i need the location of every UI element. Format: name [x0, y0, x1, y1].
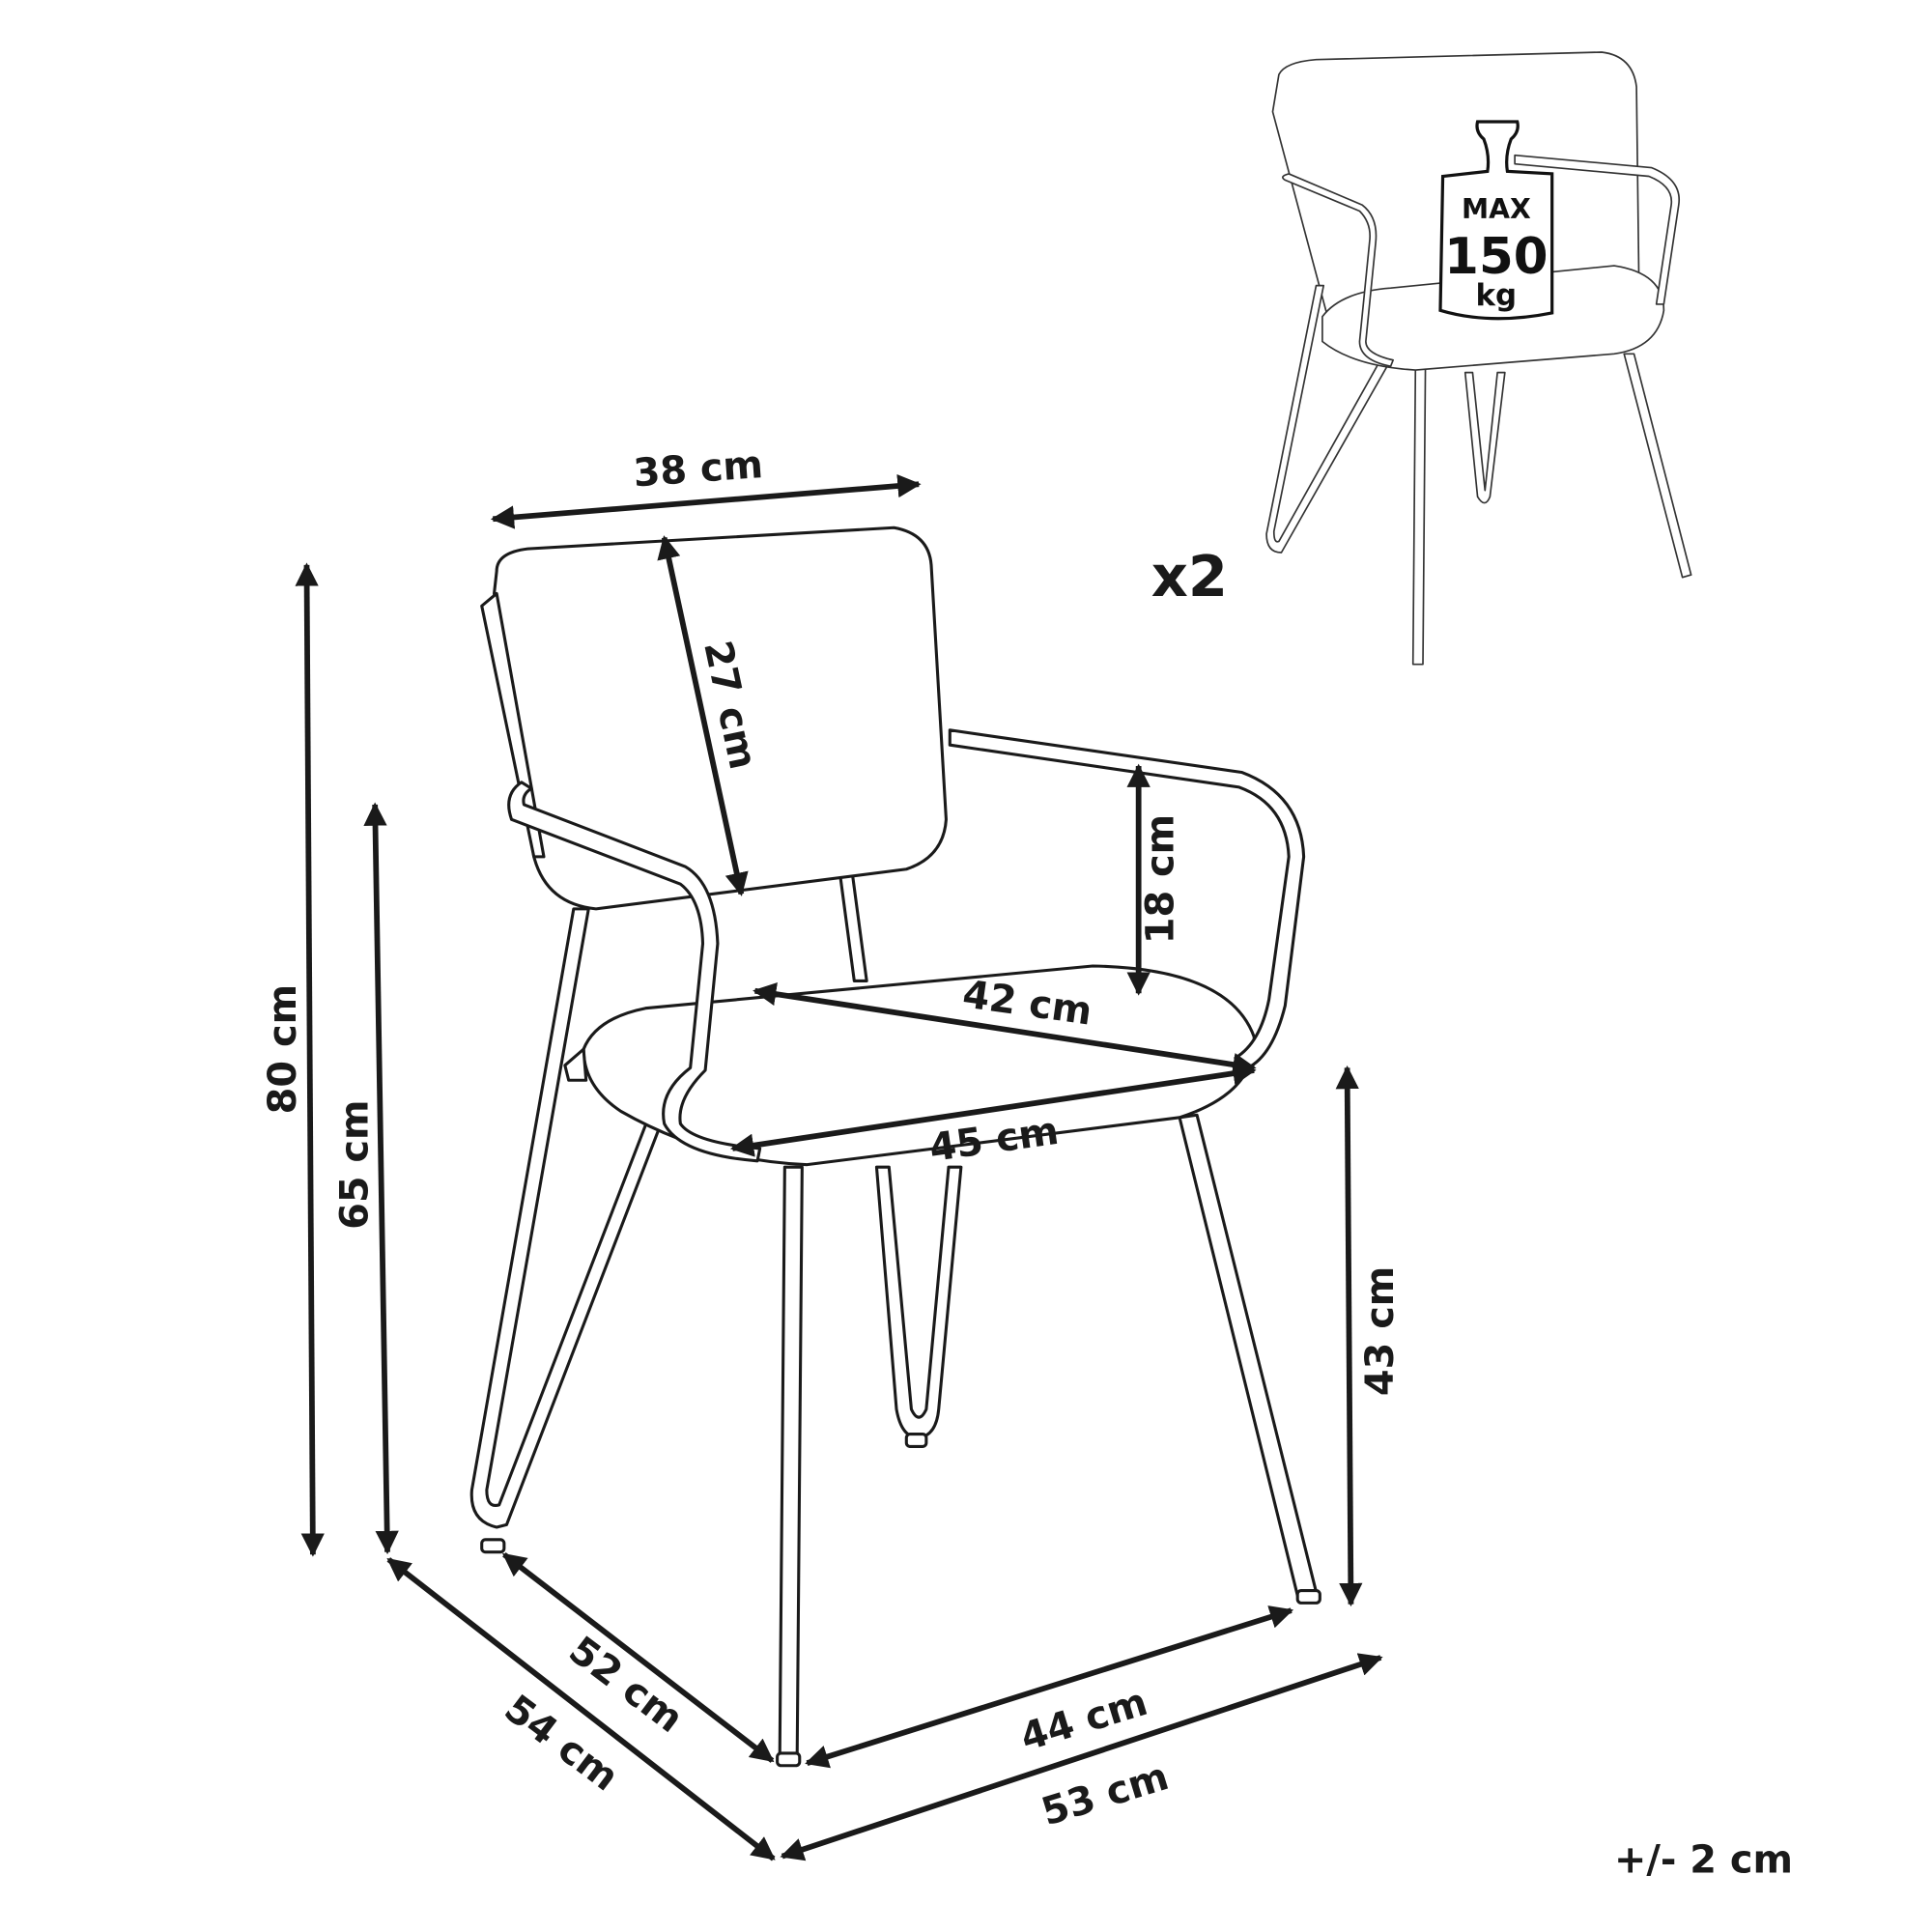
weight-icon: MAX 150 kg [1438, 120, 1554, 321]
tolerance-label: +/- 2 cm [1614, 1837, 1793, 1882]
quantity-label: x2 [1151, 543, 1228, 610]
seat-height-label: 43 cm [1358, 1266, 1403, 1396]
total-height-arrow [295, 562, 325, 1557]
back-width-arrow [490, 473, 922, 529]
small-chair-drawing [1265, 51, 1692, 666]
seat-height-arrow [1335, 1065, 1363, 1607]
max-load-line1: MAX [1462, 193, 1531, 225]
seat-width-arrow [729, 1062, 1257, 1157]
seat-depth-arrow [753, 982, 1257, 1077]
back-height-arrow [657, 535, 749, 896]
max-load-line2: 150 [1444, 228, 1548, 286]
armrest-total-height-label: 65 cm [332, 1099, 377, 1229]
dimension-arrows [295, 473, 1383, 1861]
total-depth-label: 54 cm [497, 1687, 627, 1801]
armrest-total-height-arrow [363, 802, 399, 1555]
max-load-line3: kg [1476, 278, 1518, 313]
main-chair-drawing [469, 526, 1321, 1768]
total-height-label: 80 cm [261, 984, 305, 1114]
total-width-arrow [780, 1653, 1383, 1861]
armrest-height-label: 18 cm [1139, 814, 1183, 944]
total-depth-arrow [386, 1557, 776, 1861]
back-width-label: 38 cm [632, 442, 764, 496]
